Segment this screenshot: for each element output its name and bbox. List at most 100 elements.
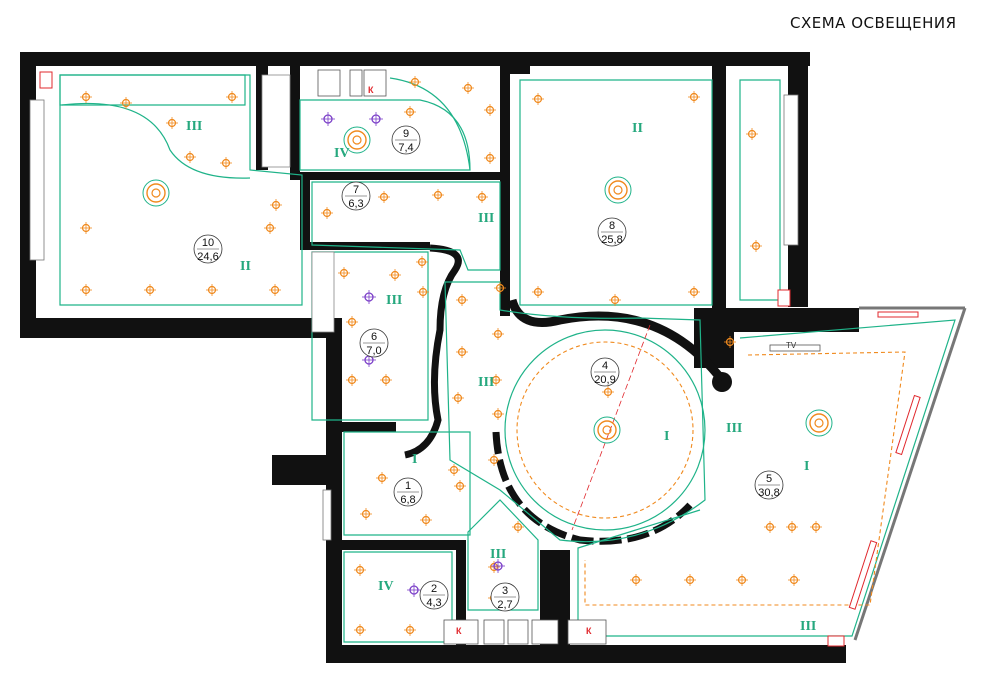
cabinet-label: К xyxy=(586,626,592,636)
room-number: 8 xyxy=(609,220,615,232)
room-number: 5 xyxy=(766,473,772,485)
pendants xyxy=(321,112,505,597)
room-badge: 420,9 xyxy=(590,357,620,387)
spotlight-icon xyxy=(810,521,822,533)
spotlight-icon xyxy=(736,574,748,586)
spotlight-icon xyxy=(476,191,488,203)
spotlight-icon xyxy=(462,82,474,94)
room-number: 2 xyxy=(431,583,437,595)
room-area: 2,7 xyxy=(497,599,512,611)
spotlight-icon xyxy=(270,199,282,211)
room-area: 7,0 xyxy=(366,345,381,357)
cabinet-label: К xyxy=(456,626,462,636)
zone-labels: III II IV III II III III I III I I III I… xyxy=(186,119,816,634)
room-number: 6 xyxy=(371,331,377,343)
spotlights xyxy=(80,76,822,636)
room-area: 6,3 xyxy=(348,198,363,210)
tv-label: TV xyxy=(786,341,797,350)
spotlight-icon xyxy=(409,76,421,88)
spotlight-icon xyxy=(512,521,524,533)
room-area: 4,3 xyxy=(426,597,441,609)
room-area: 24,6 xyxy=(197,251,218,263)
zone-label: IV xyxy=(378,579,394,594)
spotlight-icon xyxy=(456,346,468,358)
spotlight-icon xyxy=(404,106,416,118)
spotlight-icon xyxy=(456,294,468,306)
spotlight-icon xyxy=(609,294,621,306)
spotlight-icon xyxy=(346,374,358,386)
spotlight-icon xyxy=(602,386,614,398)
spotlight-icon xyxy=(448,464,460,476)
chandelier-icon xyxy=(604,176,632,204)
spotlight-icon xyxy=(269,284,281,296)
room-number: 3 xyxy=(502,585,508,597)
spotlight-icon xyxy=(389,269,401,281)
spotlight-icon xyxy=(492,328,504,340)
spotlight-icon xyxy=(417,286,429,298)
cabinet-labels: К К К xyxy=(368,85,592,636)
room-badge: 825,8 xyxy=(597,217,627,247)
room-number: 9 xyxy=(403,128,409,140)
spotlight-icon xyxy=(484,152,496,164)
chandelier-icon xyxy=(805,409,833,437)
room-outlines xyxy=(59,74,781,643)
spotlight-icon xyxy=(630,574,642,586)
zone-label: III xyxy=(186,119,202,134)
spotlight-icon xyxy=(360,508,372,520)
spotlight-icon xyxy=(786,521,798,533)
room-area: 20,9 xyxy=(594,374,615,386)
chandelier-icon xyxy=(593,416,621,444)
spotlight-icon xyxy=(484,104,496,116)
spotlight-icon xyxy=(346,316,358,328)
room-area: 6,8 xyxy=(400,494,415,506)
spotlight-icon xyxy=(452,392,464,404)
spotlight-icon xyxy=(688,91,700,103)
spotlight-icon xyxy=(764,521,776,533)
spotlight-icon xyxy=(380,374,392,386)
spotlight-icon xyxy=(492,408,504,420)
spotlight-icon xyxy=(120,97,132,109)
spotlight-icon xyxy=(354,564,366,576)
room-badge: 24,3 xyxy=(419,580,449,610)
spotlight-icon xyxy=(494,282,506,294)
spotlight-icon xyxy=(220,157,232,169)
pendant-icon xyxy=(362,290,376,304)
pendant-icon xyxy=(407,583,421,597)
zone-label: III xyxy=(490,547,506,562)
spotlight-icon xyxy=(338,267,350,279)
pendant-icon xyxy=(491,559,505,573)
spotlight-icon xyxy=(378,191,390,203)
zone-label: I xyxy=(804,459,809,474)
pendant-icon xyxy=(321,112,335,126)
page-title: СХЕМА ОСВЕЩЕНИЯ xyxy=(790,14,957,32)
room-badge: 530,8 xyxy=(754,470,784,500)
room-badge: 16,8 xyxy=(393,477,423,507)
room-number: 10 xyxy=(202,237,214,249)
chandelier-icon xyxy=(142,179,170,207)
room-badges: 16,824,332,7420,9530,867,076,3825,897,41… xyxy=(193,125,784,612)
spotlight-icon xyxy=(226,91,238,103)
spotlight-icon xyxy=(490,374,502,386)
zone-label: I xyxy=(664,429,669,444)
spotlight-icon xyxy=(684,574,696,586)
spotlight-icon xyxy=(488,454,500,466)
zone-label: III xyxy=(478,211,494,226)
zone-label: IV xyxy=(334,146,350,161)
spotlight-icon xyxy=(532,286,544,298)
chandelier-icon xyxy=(343,126,371,154)
spotlight-icon xyxy=(688,286,700,298)
spotlight-icon xyxy=(206,284,218,296)
zone-label: III xyxy=(726,421,742,436)
walls xyxy=(20,52,859,663)
room-area: 7,4 xyxy=(398,142,413,154)
room-badge: 76,3 xyxy=(341,181,371,211)
spotlight-icon xyxy=(80,91,92,103)
spotlight-icon xyxy=(404,624,416,636)
spotlight-icon xyxy=(788,574,800,586)
spotlight-icon xyxy=(80,222,92,234)
spotlight-icon xyxy=(454,480,466,492)
zone-label: III xyxy=(800,619,816,634)
spotlight-icon xyxy=(750,240,762,252)
room-number: 4 xyxy=(602,360,608,372)
